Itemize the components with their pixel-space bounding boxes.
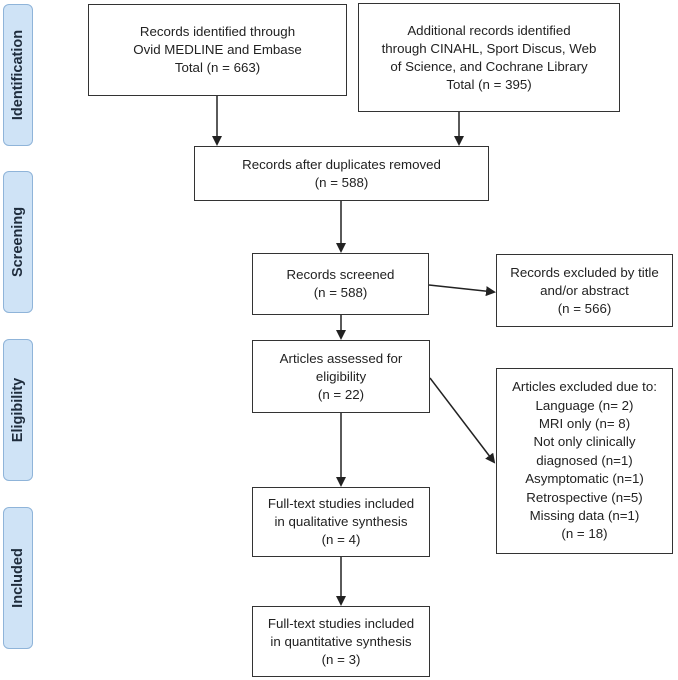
box-line: Articles excluded due to:	[512, 379, 657, 395]
box-line: through CINAHL, Sport Discus, Web	[381, 40, 597, 56]
stage-eligibility: Eligibility	[3, 339, 33, 481]
box-line: in qualitative synthesis	[274, 514, 408, 529]
box-line: Total (n = 663)	[174, 60, 261, 75]
stage-included: Included	[3, 507, 33, 649]
box-line: (n = 4)	[321, 532, 361, 547]
box-line: Records screened	[286, 267, 395, 282]
box-line: (n = 18)	[561, 526, 608, 542]
box-line: eligibility	[315, 368, 367, 384]
assessed-eligibility-box: Articles assessed for eligibility (n = 2…	[252, 340, 430, 413]
stage-eligibility-label: Eligibility	[10, 377, 26, 443]
box-line: (n = 22)	[317, 386, 365, 402]
qualitative-synthesis-box: Full-text studies included in qualitativ…	[252, 487, 430, 557]
after-duplicates-box: Records after duplicates removed (n = 58…	[194, 146, 489, 201]
additional-records-box: Additional records identified through CI…	[358, 3, 620, 112]
box-line: of Science, and Cochrane Library	[390, 58, 588, 74]
box-line: Records excluded by title	[510, 264, 659, 280]
box-line: (n = 3)	[321, 651, 361, 667]
box-line: Total (n = 395)	[446, 76, 532, 92]
stage-screening: Screening	[3, 171, 33, 313]
stage-identification-label: Identification	[10, 29, 26, 121]
box-line: Full-text studies included	[267, 496, 415, 511]
box-line: Ovid MEDLINE and Embase	[133, 42, 302, 57]
arrow-assessed-to-excluded	[429, 377, 496, 464]
box-line: Records identified through	[139, 24, 296, 39]
box-line: Not only clinically	[533, 434, 636, 450]
quantitative-synthesis-box: Full-text studies included in quantitati…	[252, 606, 430, 677]
box-line: Language (n= 2)	[535, 397, 634, 413]
stage-identification: Identification	[3, 4, 33, 146]
box-line: Asymptomatic (n=1)	[525, 471, 644, 487]
arrow-screened-to-excluded	[428, 284, 496, 297]
box-line: in quantitative synthesis	[270, 633, 412, 649]
articles-excluded-box: Articles excluded due to: Language (n= 2…	[496, 368, 673, 554]
box-line: (n = 588)	[313, 285, 368, 300]
box-line: and/or abstract	[540, 282, 629, 298]
box-line: Missing data (n=1)	[529, 508, 640, 524]
records-identified-box: Records identified through Ovid MEDLINE …	[88, 4, 347, 96]
box-line: MRI only (n= 8)	[538, 415, 631, 431]
records-screened-box: Records screened (n = 588)	[252, 253, 429, 315]
box-line: Records after duplicates removed	[242, 156, 441, 172]
box-line: (n = 566)	[557, 300, 612, 316]
box-line: Additional records identified	[407, 22, 571, 38]
box-line: Full-text studies included	[267, 615, 415, 631]
records-excluded-box: Records excluded by title and/or abstrac…	[496, 254, 673, 327]
box-line: (n = 588)	[314, 174, 369, 190]
stage-screening-label: Screening	[10, 206, 26, 278]
box-line: Retrospective (n=5)	[526, 489, 643, 505]
box-line: diagnosed (n=1)	[536, 452, 633, 468]
stage-included-label: Included	[10, 548, 26, 608]
box-line: Articles assessed for	[279, 350, 403, 366]
